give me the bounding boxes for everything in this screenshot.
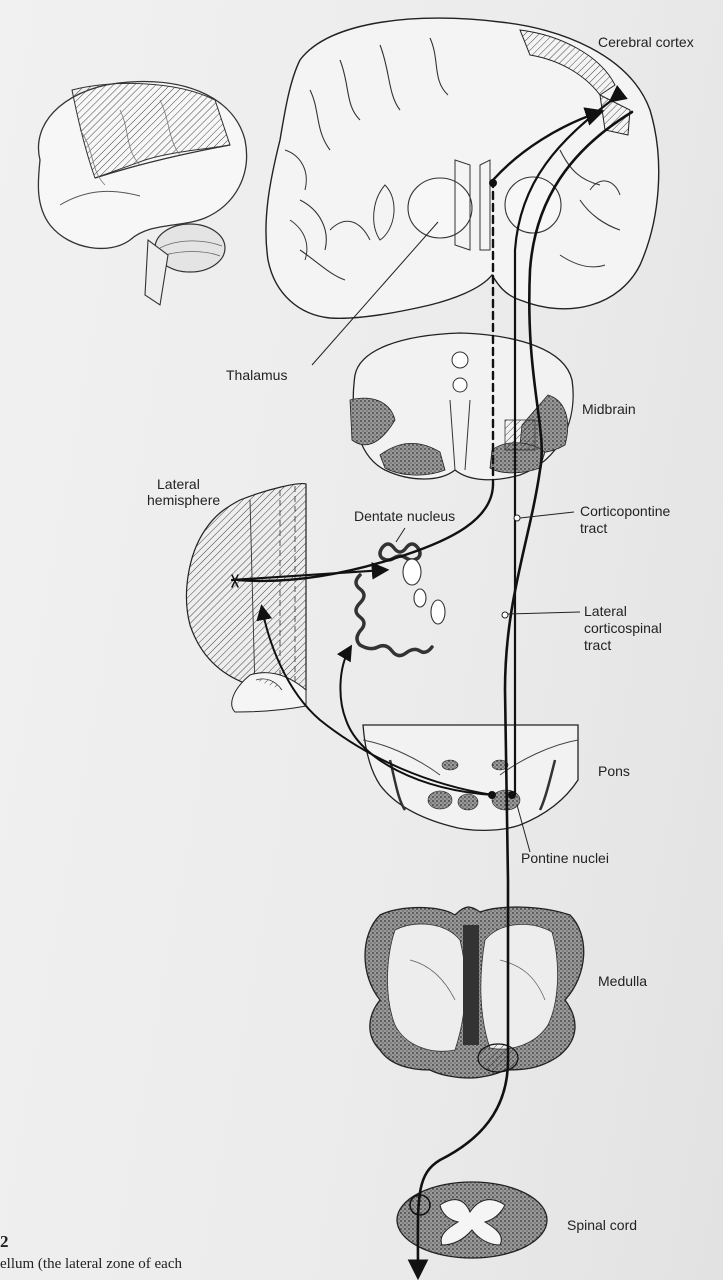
label-lateral-corticospinal-line2: corticospinal (584, 620, 662, 637)
cerebellum-hemisphere (186, 484, 306, 712)
medulla-section (365, 907, 584, 1078)
label-cerebral-cortex: Cerebral cortex (598, 34, 694, 51)
label-lateral-hemisphere-line1: Lateral (157, 476, 200, 493)
figure-number: 2 (0, 1232, 9, 1252)
lateral-brain-inset (38, 82, 246, 305)
midbrain-section (350, 333, 573, 480)
label-corticopontine-line2: tract (580, 520, 607, 537)
label-lateral-corticospinal-line1: Lateral (584, 603, 627, 620)
label-dentate-nucleus: Dentate nucleus (354, 508, 455, 525)
figure-caption-text: ellum (the lateral zone of each (0, 1256, 182, 1273)
label-medulla: Medulla (598, 973, 647, 990)
label-spinal-cord: Spinal cord (567, 1217, 637, 1234)
cerebral-coronal-section (266, 18, 659, 318)
pons-section (363, 725, 578, 830)
label-thalamus: Thalamus (226, 367, 287, 384)
label-lateral-corticospinal-line3: tract (584, 637, 611, 654)
label-midbrain: Midbrain (582, 401, 636, 418)
label-lateral-hemisphere-line2: hemisphere (147, 492, 220, 509)
label-pontine-nuclei: Pontine nuclei (521, 850, 609, 867)
label-corticopontine-line1: Corticopontine (580, 503, 670, 520)
dentate-nucleus-structure (356, 544, 445, 656)
label-pons: Pons (598, 763, 630, 780)
